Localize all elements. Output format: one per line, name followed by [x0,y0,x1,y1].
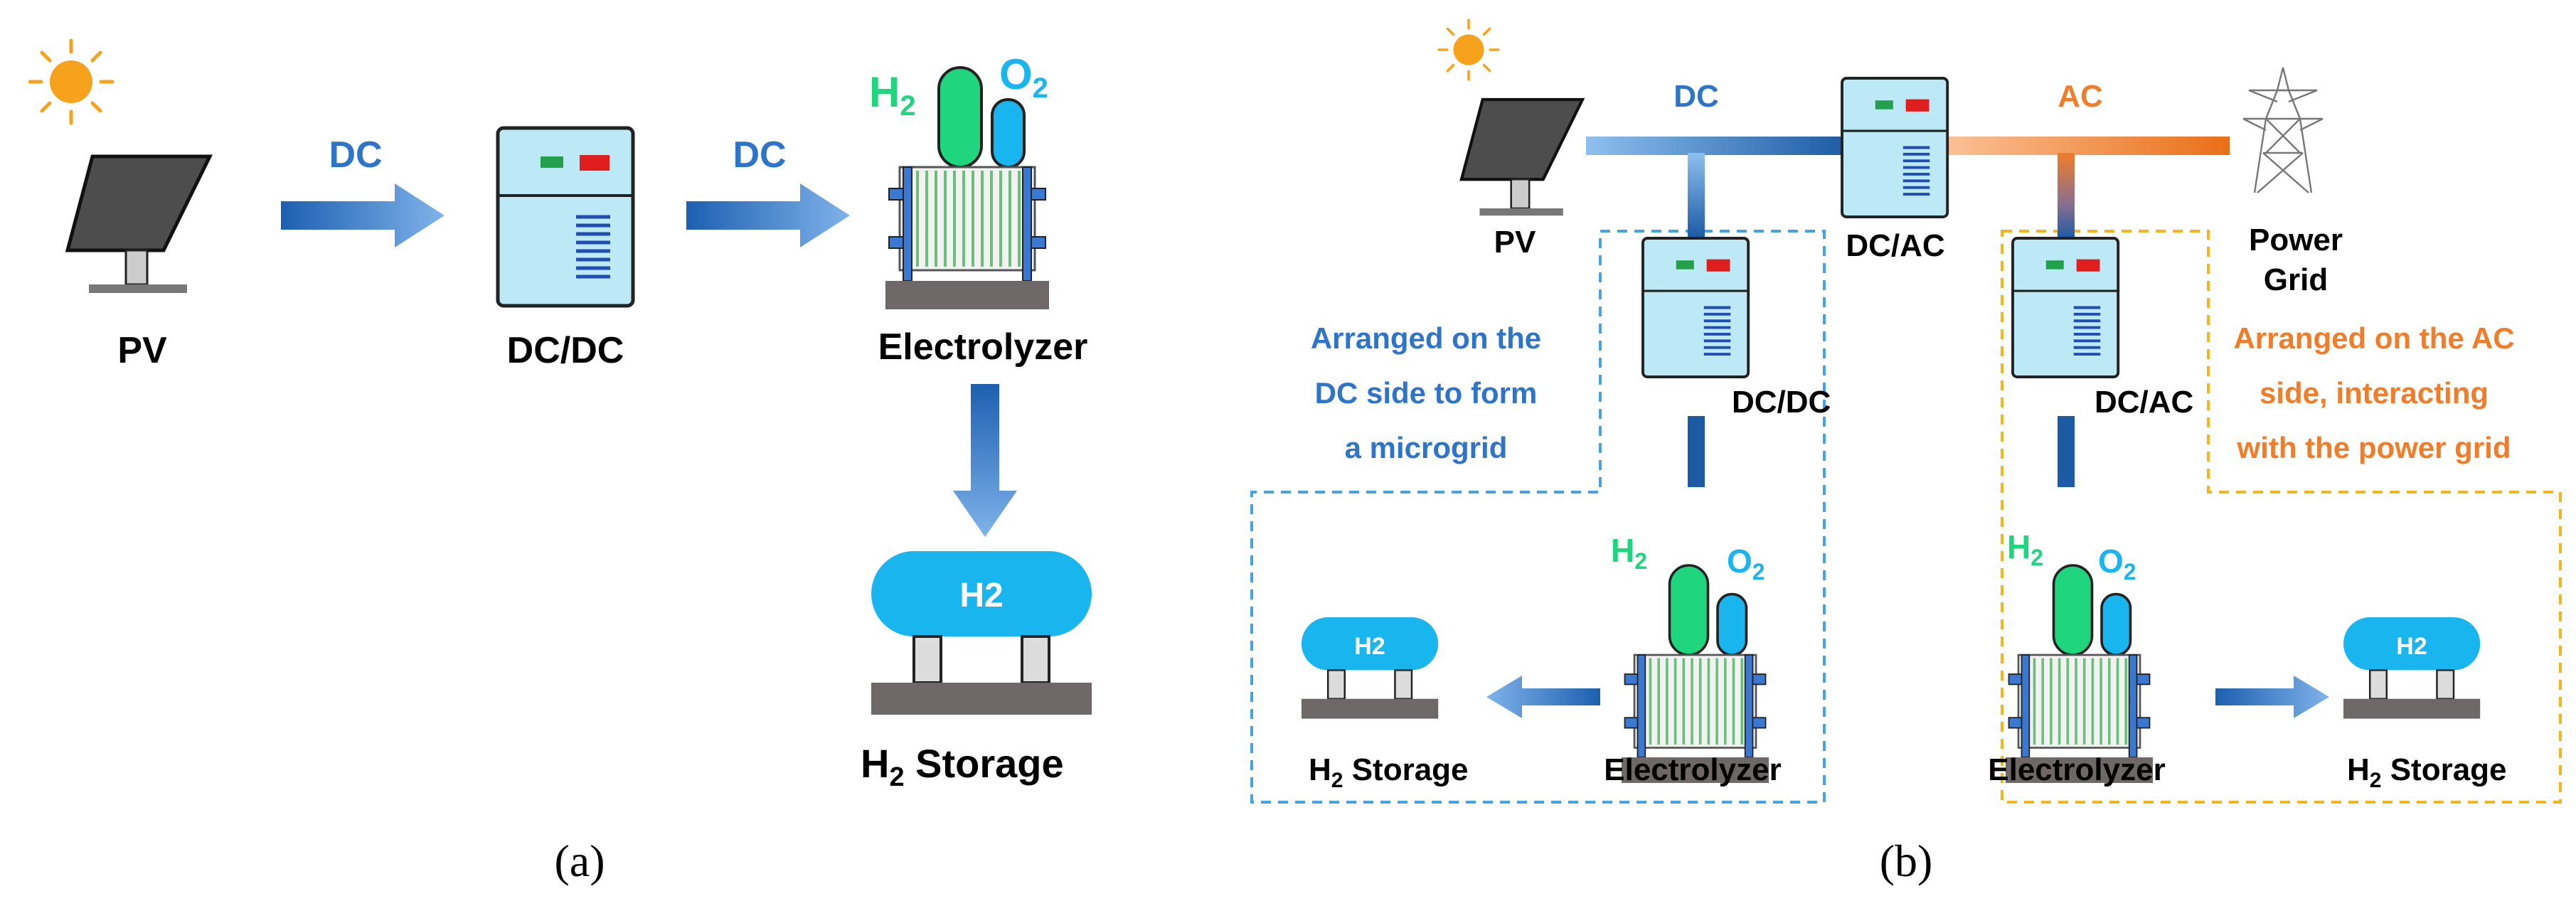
dc-feeder-top [1688,153,1705,238]
ac-bus-label: AC [2058,79,2103,114]
h2-tank-icon [870,550,1093,716]
electrolyzer-icon-b-right [2004,564,2154,784]
central-inverter-icon [1841,77,1949,218]
panel-a: PV DC DC/DC DC H2 O2 Electrolyzer H2 H2 … [30,41,1093,886]
electrolyzer-label: Electrolyzer [878,326,1088,368]
dc-bus-label: DC [1673,79,1719,114]
tank-text: H2 [959,577,1003,614]
o2-gas-label-b-right: O2 [2098,543,2136,585]
pv-panel-icon [68,156,210,293]
pv-panel-icon-b [1462,100,1582,215]
electrolyzer-label-b-left: Electrolyzer [1604,752,1781,787]
h2-gas-label-b-right: H2 [2007,528,2043,570]
dc-arrow-2-label: DC [733,134,786,176]
left-storage-arrow [1486,676,1600,718]
dcdc-label: DC/DC [507,330,624,371]
ac-note-line-2: side, interacting [2260,376,2489,410]
dc-arrow-1 [281,183,445,247]
dc-bus [1586,137,1849,155]
dc-arrow-2 [686,183,850,247]
dc-note-line-1: Arranged on the [1311,321,1541,355]
central-inverter-label: DC/AC [1846,228,1944,263]
ac-feeder-top [2058,153,2075,238]
sun-icon [30,41,112,123]
right-storage-arrow [2215,676,2329,718]
pv-label-b: PV [1494,225,1536,260]
ac-feeder-bottom [2058,416,2075,487]
tank-text-b-right: H2 [2396,633,2427,660]
dcac-label-b: DC/AC [2095,385,2193,420]
dc-note-line-2: DC side to form [1315,376,1538,410]
dcac-converter-icon-b [2011,237,2120,378]
ac-note-line-1: Arranged on the AC [2233,321,2514,355]
panel-b: PV DC AC DC/AC Power Grid DC/DC DC/AC Ar… [1250,18,2562,886]
h2-gas-label: H2 [869,68,916,122]
pv-label: PV [117,330,167,371]
sun-icon-b [1437,18,1500,81]
caption-a: (a) [554,836,605,886]
dc-feeder-bottom [1688,416,1705,487]
power-grid-label-2: Grid [2264,262,2328,297]
ac-side-box [2001,230,2562,804]
down-arrow [953,384,1017,537]
power-grid-label-1: Power [2249,223,2343,257]
ac-bus [1945,137,2230,155]
dc-note-line-3: a microgrid [1345,431,1508,464]
dc-side-box [1250,230,1826,804]
h2-gas-label-b-left: H2 [1611,532,1647,574]
dcdc-converter-icon [498,128,633,306]
tank-text-b-left: H2 [1354,633,1385,660]
dcdc-label-b: DC/DC [1732,385,1831,420]
ac-note-line-3: with the power grid [2237,431,2511,464]
power-grid-tower-icon [2242,66,2324,194]
electrolyzer-label-b-right: Electrolyzer [1988,752,2165,787]
dcdc-converter-icon-b [1641,237,1750,378]
caption-b: (b) [1880,836,1933,886]
h2-storage-label: H2 Storage [861,741,1064,792]
electrolyzer-icon-b-left [1620,564,1770,784]
dc-arrow-1-label: DC [329,134,382,176]
h2-storage-label-b-right: H2 Storage [2347,752,2507,792]
o2-gas-label-b-left: O2 [1727,543,1765,585]
h2-storage-label-b-left: H2 Storage [1309,752,1469,792]
o2-gas-label: O2 [999,50,1048,104]
